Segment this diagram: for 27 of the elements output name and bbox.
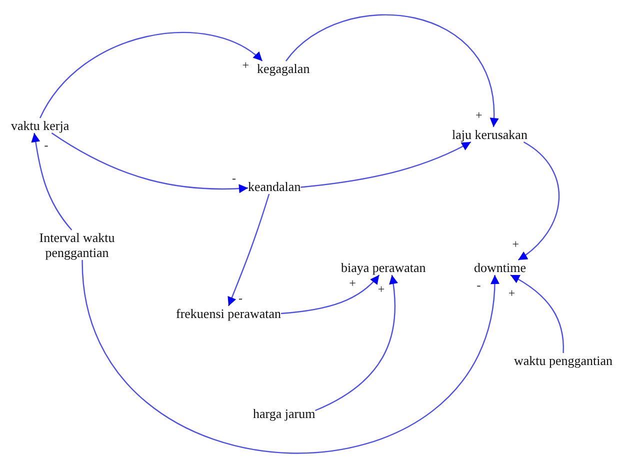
causal-arrow [82,260,498,454]
causal-arrow [510,274,564,353]
causal-arrow [40,32,263,118]
variable-label: frekuensi perawatan [176,306,282,321]
variable-label: downtime [474,260,526,275]
variable-label: biaya perawatan [341,260,426,275]
polarity-sign: + [512,238,519,250]
causal-arrow [314,274,398,412]
variable-label: waktu penggantian [514,353,613,368]
polarity-sign: + [349,277,356,289]
causal-arrow [31,132,72,230]
polarity-sign: + [508,287,516,299]
variable-label: Interval waktu penggantian [24,230,130,260]
polarity-sign: + [475,109,482,121]
causal-arrow [300,141,472,188]
causal-arrow [518,142,560,260]
causal-arrow [280,274,380,314]
variable-label: laju kerusakan [452,127,528,142]
variable-label: vaktu kerja [11,118,70,133]
variable-label: kegagalan [257,61,310,76]
variable-label: harga jarum [253,406,316,421]
polarity-sign: + [242,59,250,71]
causal-arrow [51,132,248,193]
causal-arrow [286,14,498,128]
polarity-sign: + [378,283,385,295]
causal-arrow [228,194,270,306]
variable-label: keandalan [248,179,301,194]
